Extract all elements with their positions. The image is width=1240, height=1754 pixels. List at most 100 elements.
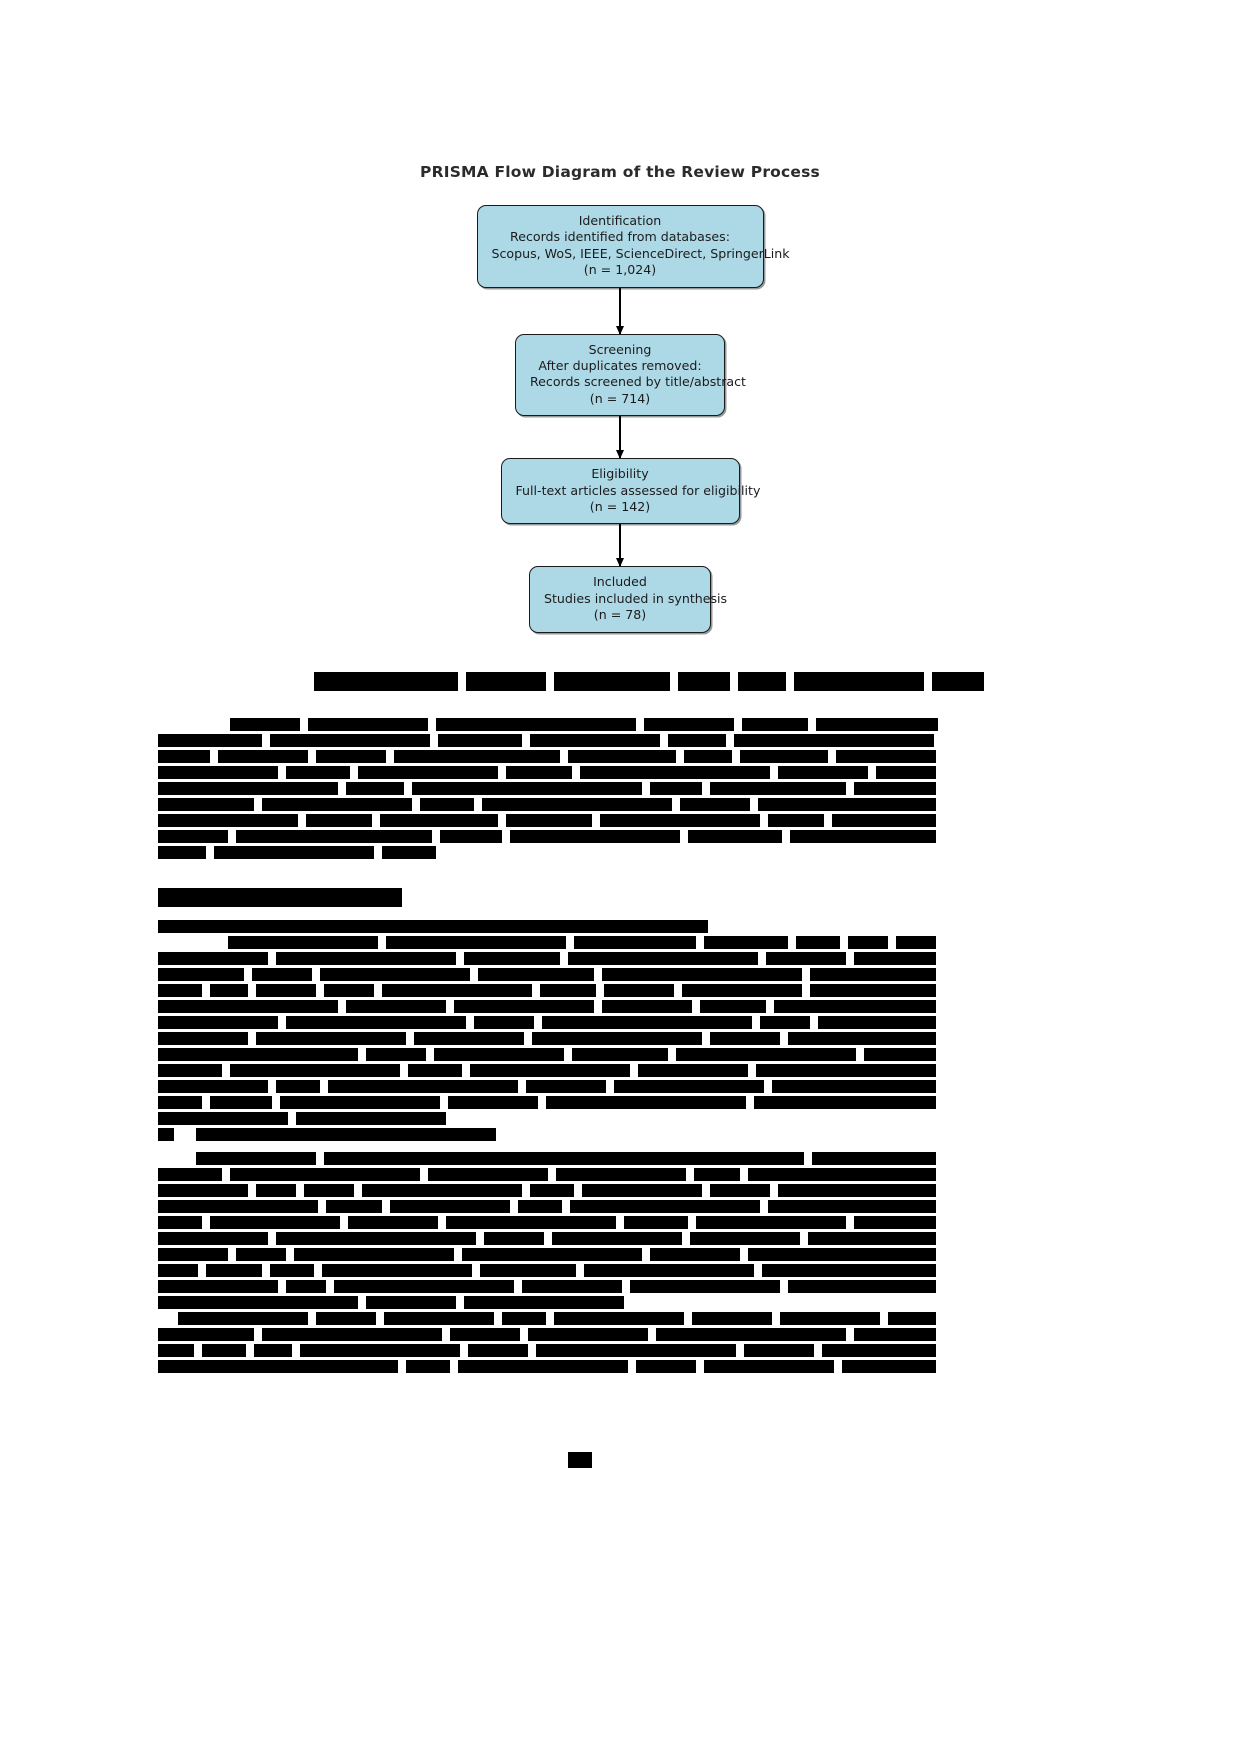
redacted-text-segment: [696, 1216, 846, 1229]
redacted-text-segment: [734, 734, 934, 747]
redacted-text-segment: [390, 1200, 510, 1213]
redacted-heading-segment: [158, 888, 402, 907]
redacted-text-segment: [218, 750, 308, 763]
redacted-text-segment: [296, 1112, 446, 1125]
redacted-text-segment: [196, 1128, 496, 1141]
flow-box-eligibility-line-1: Eligibility: [591, 466, 649, 482]
redacted-text-segment: [158, 734, 262, 747]
redacted-text-segment: [158, 1064, 222, 1077]
redacted-text-segment: [680, 798, 750, 811]
redacted-text-segment: [394, 750, 560, 763]
flow-box-screening-line-3: Records screened by title/abstract: [530, 374, 746, 390]
redacted-text-segment: [474, 1016, 534, 1029]
redacted-text-segment: [638, 1064, 748, 1077]
redacted-text-segment: [286, 1280, 326, 1293]
redacted-text-segment: [158, 1328, 254, 1341]
flow-box-screening-line-1: Screening: [588, 341, 652, 357]
page-footer-mark: [568, 1452, 592, 1468]
redacted-text-segment: [482, 798, 672, 811]
redacted-text-segment: [158, 1296, 358, 1309]
redacted-text-segment: [346, 1000, 446, 1013]
redacted-text-segment: [300, 1344, 460, 1357]
redacted-text-segment: [316, 1312, 376, 1325]
redacted-text-segment: [636, 1360, 696, 1373]
redacted-text-segment: [178, 1312, 308, 1325]
redacted-text-segment: [158, 1248, 228, 1261]
redacted-text-segment: [518, 1200, 562, 1213]
connector-screening-to-eligibility: [0, 416, 1240, 459]
redacted-text-segment: [624, 1216, 688, 1229]
flow-box-included-line-1: Included: [593, 574, 647, 590]
redacted-text-segment: [448, 1096, 538, 1109]
redacted-text-segment: [502, 1312, 546, 1325]
connector-identification-to-screening: [0, 287, 1240, 334]
redacted-text-segment: [158, 1264, 198, 1277]
redacted-text-segment: [158, 766, 278, 779]
redacted-text-segment: [256, 1184, 296, 1197]
redacted-text-segment: [158, 952, 268, 965]
redacted-text-segment: [748, 1248, 936, 1261]
redacted-text-segment: [688, 830, 782, 843]
redacted-text-segment: [270, 1264, 314, 1277]
redacted-text-segment: [434, 1048, 564, 1061]
redacted-text-segment: [414, 1032, 524, 1045]
redacted-text-segment: [158, 1096, 202, 1109]
redacted-text-segment: [710, 782, 846, 795]
redacted-text-segment: [876, 766, 936, 779]
redacted-text-segment: [158, 798, 254, 811]
redacted-text-segment: [280, 1096, 440, 1109]
redacted-text-segment: [320, 968, 470, 981]
redacted-text-segment: [358, 766, 498, 779]
prisma-flow-diagram: Identification Records identified from d…: [0, 205, 1240, 633]
redacted-text-segment: [506, 766, 572, 779]
redacted-text-segment: [536, 1344, 736, 1357]
redacted-text-segment: [316, 750, 386, 763]
redacted-text-segment: [286, 1016, 466, 1029]
redacted-heading-segment: [466, 672, 546, 691]
redacted-text-segment: [158, 1168, 222, 1181]
redacted-text-segment: [420, 798, 474, 811]
redacted-text-segment: [464, 1296, 624, 1309]
redacted-text-segment: [366, 1048, 426, 1061]
flow-box-screening-line-2: After duplicates removed:: [538, 358, 702, 374]
redacted-text-segment: [256, 1032, 406, 1045]
redacted-text-segment: [546, 1096, 746, 1109]
redacted-text-segment: [568, 750, 676, 763]
redacted-text-segment: [228, 936, 378, 949]
redacted-text-segment: [214, 846, 374, 859]
redacted-text-segment: [522, 1280, 622, 1293]
flow-box-screening-count: (n = 714): [589, 390, 651, 406]
redacted-text-segment: [324, 984, 374, 997]
redacted-text-segment: [210, 1216, 340, 1229]
redacted-text-segment: [854, 782, 936, 795]
redacted-text-segment: [854, 952, 936, 965]
redacted-text-segment: [778, 766, 868, 779]
redacted-text-segment: [542, 1016, 752, 1029]
flow-box-included[interactable]: Included Studies included in synthesis (…: [529, 566, 728, 633]
redacted-text-segment: [836, 750, 936, 763]
redacted-text-segment: [760, 1016, 810, 1029]
flow-box-screening[interactable]: Screening After duplicates removed: Reco…: [515, 333, 746, 417]
redacted-text-segment: [276, 1080, 320, 1093]
redacted-text-segment: [348, 1216, 438, 1229]
arrow-down-icon: [619, 287, 621, 334]
flow-box-eligibility[interactable]: Eligibility Full-text articles assessed …: [500, 458, 760, 525]
redacted-text-segment: [554, 1312, 684, 1325]
figure-title: PRISMA Flow Diagram of the Review Proces…: [420, 163, 820, 181]
redacted-text-segment: [158, 968, 244, 981]
redacted-text-segment: [286, 766, 350, 779]
redacted-text-segment: [276, 952, 456, 965]
flow-box-identification[interactable]: Identification Records identified from d…: [476, 205, 790, 288]
flow-box-included-line-2: Studies included in synthesis: [544, 590, 728, 606]
redacted-text-segment: [748, 1168, 936, 1181]
redacted-text-segment: [684, 750, 732, 763]
redacted-text-segment: [744, 1344, 814, 1357]
redacted-text-segment: [710, 1184, 770, 1197]
redacted-text-segment: [362, 1184, 522, 1197]
redacted-text-segment: [768, 814, 824, 827]
redacted-text-segment: [888, 1312, 936, 1325]
redacted-text-segment: [436, 718, 636, 731]
redacted-text-segment: [470, 1064, 630, 1077]
redacted-text-segment: [252, 968, 312, 981]
redacted-text-segment: [766, 952, 846, 965]
